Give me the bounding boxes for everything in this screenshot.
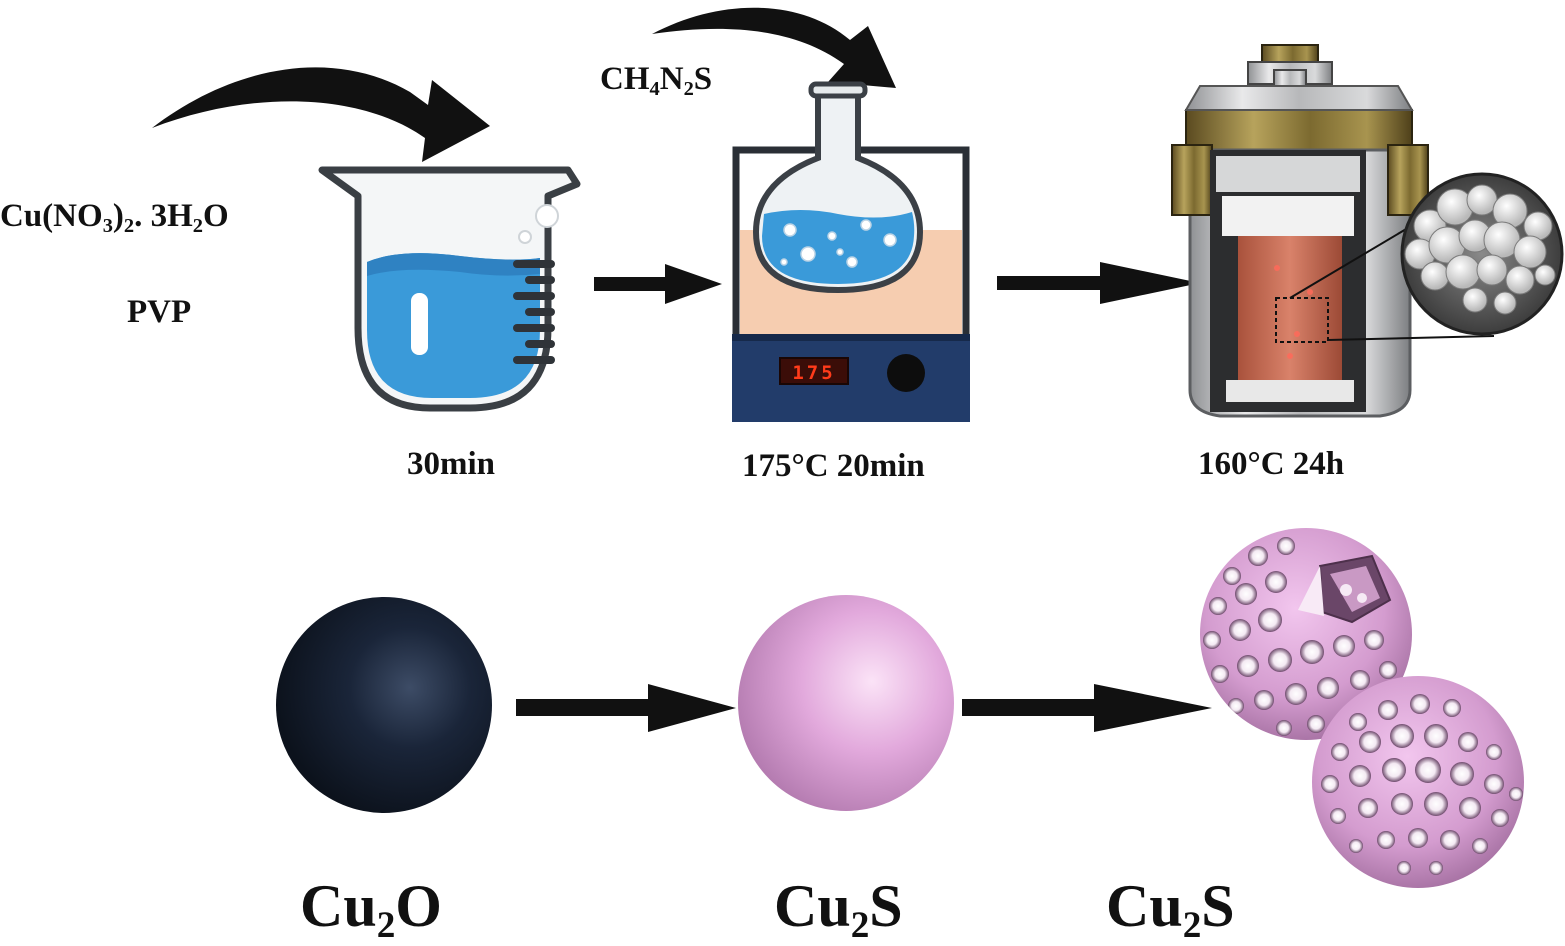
cu2s-sphere [738, 595, 954, 811]
curved-arrow-thiourea [652, 7, 896, 88]
label-cu2s: Cu2S [774, 873, 903, 946]
zoom-region-box [1275, 297, 1329, 343]
beaker-icon [318, 166, 581, 412]
display-reading: 175 [792, 362, 835, 384]
autoclave-icon [1171, 44, 1495, 418]
label-cu2o: Cu2O [300, 873, 442, 946]
label-thiourea: CH4N2S [600, 61, 713, 101]
arrow-step-1 [594, 264, 722, 304]
label-step-2-condition: 175°C 20min [742, 448, 925, 484]
arrow-step-4 [962, 684, 1212, 732]
label-copper-nitrate: Cu(NO3)2. 3H2O [0, 198, 229, 238]
round-flask-icon [752, 81, 924, 294]
label-cu2s-hollow: Cu2S [1106, 873, 1235, 946]
knob-icon [887, 354, 925, 392]
label-pvp: PVP [127, 294, 192, 330]
sem-image-inset [1400, 172, 1564, 336]
porous-cu2s-sphere-broken [1200, 528, 1412, 740]
cu2o-sphere [276, 597, 492, 813]
porous-cu2s-sphere [1312, 676, 1524, 888]
label-step-1-condition: 30min [407, 446, 496, 482]
temperature-display [779, 357, 849, 385]
label-step-3-condition: 160°C 24h [1198, 446, 1345, 482]
arrow-step-2 [997, 262, 1200, 304]
curved-arrow-reagents [152, 67, 490, 162]
arrow-step-3 [516, 684, 736, 732]
